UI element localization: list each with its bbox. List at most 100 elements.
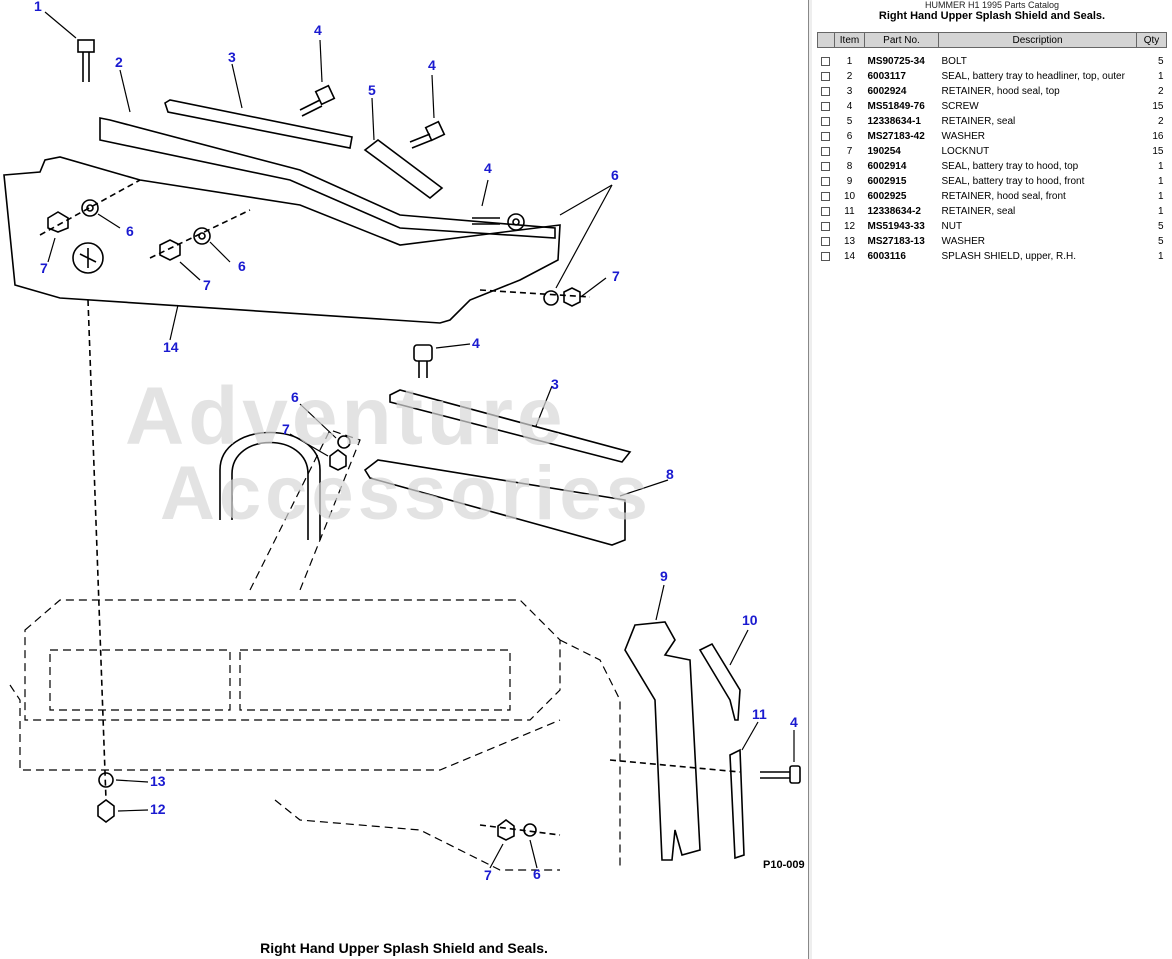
seal-8-part [363,459,626,546]
row-checkbox[interactable] [820,131,830,141]
item-number: 2 [846,71,853,82]
item-number: 7 [846,146,853,157]
table-row[interactable]: 13 MS27183-13 WASHER 5 [818,234,1167,249]
diagram-caption: Right Hand Upper Splash Shield and Seals… [260,940,548,956]
callout-7[interactable]: 7 [282,421,290,437]
callout-7[interactable]: 7 [40,260,48,276]
part-number: 12338634-1 [867,116,921,127]
seal-2-part [99,117,556,239]
callout-6[interactable]: 6 [238,258,246,274]
diagram-line-art [3,11,801,871]
item-number: 13 [843,236,856,247]
part-qty: 16 [1152,131,1164,142]
callout-8[interactable]: 8 [666,466,674,482]
callout-7[interactable]: 7 [484,867,492,883]
row-checkbox[interactable] [820,251,830,261]
row-checkbox[interactable] [820,191,830,201]
callout-5[interactable]: 5 [368,82,376,98]
part-qty: 5 [1157,56,1164,67]
retainer-11-part [729,748,745,860]
item-number: 14 [843,251,856,262]
row-checkbox[interactable] [820,116,830,126]
part-description: WASHER [941,236,986,247]
callout-1[interactable]: 1 [34,0,42,14]
part-description: RETAINER, seal [941,206,1016,217]
callout-4[interactable]: 4 [484,160,492,176]
part-qty: 15 [1152,146,1164,157]
callout-12[interactable]: 12 [150,801,166,817]
row-checkbox[interactable] [820,71,830,81]
part-number: 6003117 [867,71,906,82]
retainer-5-part [363,138,444,200]
row-checkbox[interactable] [820,236,830,246]
part-number: MS90725-34 [867,56,925,67]
item-number: 11 [844,206,855,217]
part-qty: 5 [1157,236,1164,247]
callout-3[interactable]: 3 [228,49,236,65]
row-checkbox[interactable] [820,56,830,66]
callout-9[interactable]: 9 [660,568,668,584]
callout-2[interactable]: 2 [115,54,123,70]
part-qty: 1 [1157,191,1164,202]
part-qty: 2 [1157,116,1164,127]
retainer-10-part [698,642,741,721]
item-number: 1 [846,56,853,67]
row-checkbox[interactable] [820,146,830,156]
callout-6[interactable]: 6 [611,167,619,183]
header-qty: Qty [1136,32,1167,48]
row-checkbox[interactable] [820,206,830,216]
callout-7[interactable]: 7 [612,268,620,284]
part-description: SEAL, battery tray to headliner, top, ou… [941,71,1125,82]
part-qty: 15 [1152,101,1164,112]
part-description: WASHER [941,131,986,142]
part-qty: 1 [1157,251,1164,262]
catalog-name: HUMMER H1 1995 Parts Catalog [924,0,1060,10]
callout-4[interactable]: 4 [472,335,480,351]
item-number: 5 [846,116,853,127]
callout-4[interactable]: 4 [790,714,798,730]
exploded-parts-diagram: Adventure Accessories 1 2 3 4 4 5 4 6 6 … [3,0,805,956]
part-description: LOCKNUT [941,146,990,157]
part-number: 6003116 [867,251,906,262]
panel-title: Right Hand Upper Splash Shield and Seals… [878,10,1106,22]
callout-6[interactable]: 6 [126,223,134,239]
row-checkbox[interactable] [820,221,830,231]
callout-6[interactable]: 6 [533,866,541,882]
row-checkbox[interactable] [820,176,830,186]
part-qty: 5 [1157,221,1164,232]
splash-shield-part [3,156,561,324]
header-part-no: Part No. [864,32,939,48]
row-checkbox[interactable] [820,161,830,171]
parts-list-panel: HUMMER H1 1995 Parts Catalog Right Hand … [812,0,1172,959]
callout-6[interactable]: 6 [291,389,299,405]
part-number: 6002915 [867,176,907,187]
row-checkbox[interactable] [820,101,830,111]
table-row[interactable]: 2 6003117 SEAL, battery tray to headliner,… [818,69,1167,84]
row-checkbox[interactable] [820,86,830,96]
callout-13[interactable]: 13 [150,773,166,789]
callout-14[interactable]: 14 [163,339,179,355]
callout-4[interactable]: 4 [428,57,436,73]
callout-11[interactable]: 11 [752,706,767,722]
callout-3[interactable]: 3 [551,376,559,392]
part-number: MS27183-13 [867,236,925,247]
header-item: Item [834,32,865,48]
callout-10[interactable]: 10 [742,612,758,628]
callout-4[interactable]: 4 [314,22,322,38]
item-number: 12 [843,221,856,232]
callout-7[interactable]: 7 [203,277,211,293]
part-number: 6002914 [867,161,907,172]
